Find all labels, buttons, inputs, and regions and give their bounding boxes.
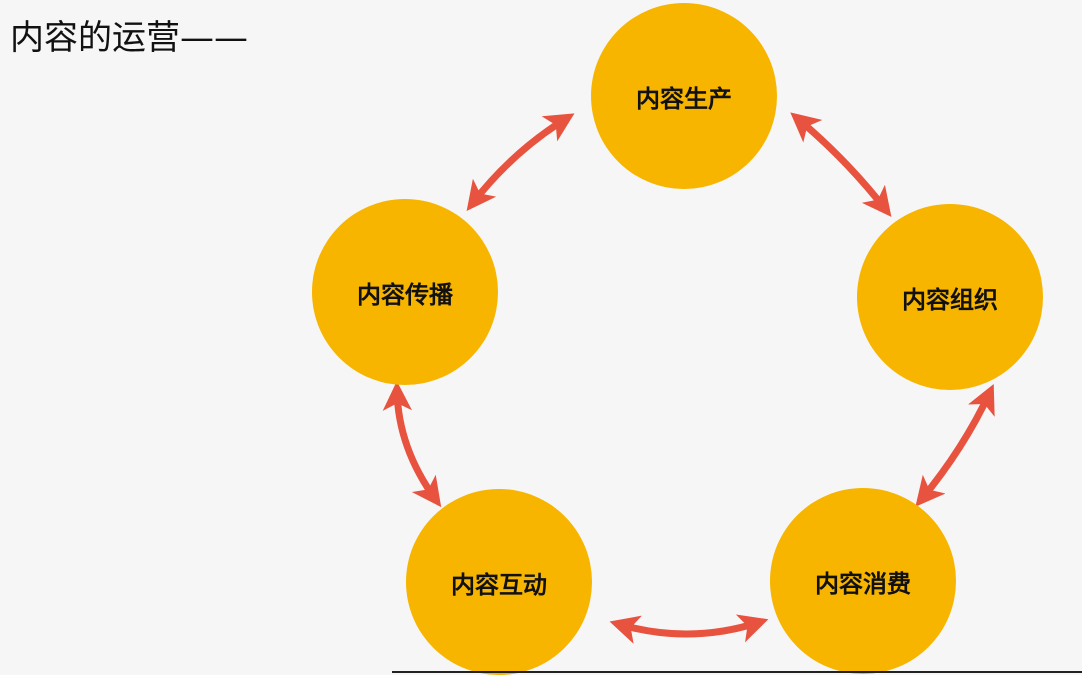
bottom-divider bbox=[392, 671, 1082, 673]
arrow-distribution-production bbox=[466, 113, 575, 211]
arrow-production-organization bbox=[790, 112, 892, 217]
node-content-interaction: 内容互动 bbox=[406, 489, 592, 675]
node-content-production: 内容生产 bbox=[591, 3, 777, 189]
arrow-consumption-interaction bbox=[609, 614, 769, 644]
node-label: 内容生产 bbox=[636, 84, 732, 113]
slide-title: 内容的运营—— bbox=[10, 18, 248, 58]
node-content-distribution: 内容传播 bbox=[312, 199, 498, 385]
node-label: 内容传播 bbox=[357, 280, 453, 309]
node-content-consumption: 内容消费 bbox=[770, 488, 956, 674]
arrow-organization-consumption bbox=[915, 384, 995, 507]
node-content-organization: 内容组织 bbox=[857, 204, 1043, 390]
node-label: 内容互动 bbox=[451, 570, 547, 599]
node-label: 内容消费 bbox=[815, 569, 911, 598]
arrow-interaction-distribution bbox=[382, 381, 442, 508]
node-label: 内容组织 bbox=[902, 285, 998, 314]
